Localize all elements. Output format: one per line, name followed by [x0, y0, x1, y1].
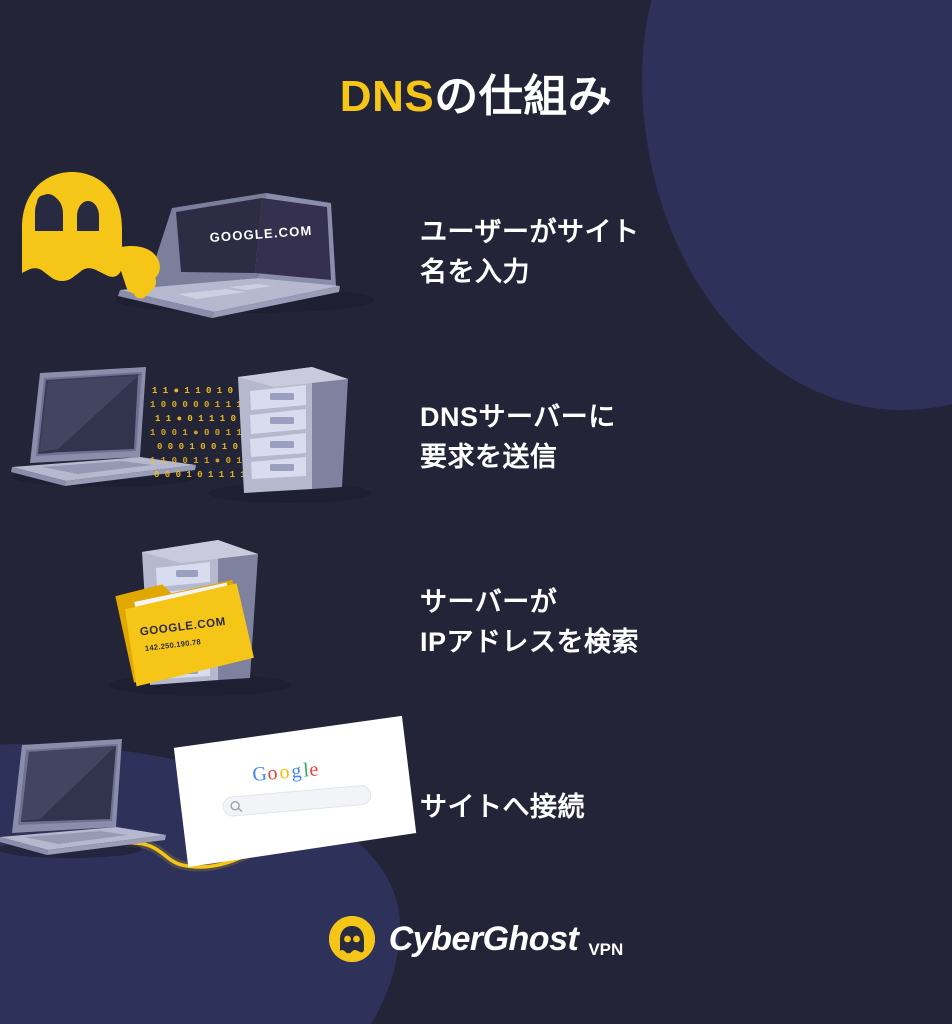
laptop-2: [11, 367, 196, 486]
page-title-rest: の仕組み: [434, 72, 613, 121]
svg-text:1 0 0 0 0 0 1 1 1 0 1: 1 0 0 0 0 0 1 1 1 0 1: [150, 400, 264, 410]
step-illustration-binary-transfer: 1 1 ● 1 1 0 1 0 0 1 0 1 0 0 0 0 0 1 1 1 …: [0, 345, 420, 530]
step-label-4: サイトへ接続: [420, 791, 585, 822]
step-item-2: 1 1 ● 1 1 0 1 0 0 1 0 1 0 0 0 0 0 1 1 1 …: [0, 345, 952, 530]
step-item-3: GOOGLE.COM 142.250.190.78 サーバーが IPアドレスを検…: [0, 530, 952, 715]
svg-text:G: G: [252, 763, 268, 786]
ghost-icon: [328, 916, 375, 962]
brand-name: CyberGhost: [388, 920, 579, 958]
step-item-1: GOOGLE.COM ユーザー: [0, 160, 952, 345]
ghost-typing-svg: GOOGLE.COM: [22, 172, 375, 318]
svg-text:g: g: [290, 760, 302, 783]
svg-text:0 0 0 1 0 1 1 1 1 0 0: 0 0 0 1 0 1 1 1 1 0 0: [154, 470, 267, 480]
svg-text:1 0 0 1 ● 0 0 1 1 0 0: 1 0 0 1 ● 0 0 1 1 0 0: [150, 428, 263, 438]
page-title-accent: DNS: [339, 72, 435, 121]
laptop-1: [118, 193, 340, 318]
step-label-2: DNSサーバーに 要求を送信: [420, 402, 616, 472]
steps-list: GOOGLE.COM ユーザー: [0, 160, 952, 900]
svg-text:1 1 0 0 1 1 ● 0 1 0 1: 1 1 0 0 1 1 ● 0 1 0 1: [150, 456, 264, 466]
server-tower: [238, 367, 348, 493]
svg-text:0 0 0 1 0 0 1 0 0 1 0: 0 0 0 1 0 0 1 0 0 1 0: [157, 442, 270, 452]
step-label-1: ユーザーがサイト 名を入力: [420, 217, 640, 287]
brand-logo: CyberGhost VPN: [0, 916, 952, 962]
laptop-screen-text: GOOGLE.COM: [209, 223, 313, 245]
svg-text:o: o: [267, 762, 279, 785]
brand-suffix: VPN: [588, 940, 624, 959]
connect-site-svg: G o o g l e: [0, 715, 417, 872]
dns-record-folder: GOOGLE.COM 142.250.190.78: [115, 579, 254, 687]
google-search-page: G o o g l e: [173, 715, 417, 868]
step-illustration-ghost-typing: GOOGLE.COM: [0, 160, 420, 345]
svg-text:o: o: [278, 761, 290, 784]
step-label-3: サーバーが IPアドレスを検索: [420, 587, 640, 657]
ghost-mascot: [22, 172, 160, 299]
binary-stream: 1 1 ● 1 1 0 1 0 0 1 0 1 0 0 0 0 0 1 1 1 …: [150, 386, 270, 480]
ghost-icon-svg: [328, 916, 375, 962]
step-item-4: G o o g l e サイト: [0, 715, 952, 900]
svg-text:1 1 ● 0 1 1 1 0 0 0 0: 1 1 ● 0 1 1 1 0 0 0 0: [155, 414, 268, 424]
step-illustration-server-folder: GOOGLE.COM 142.250.190.78: [0, 530, 420, 715]
svg-text:1 1 ● 1 1 0 1 0 0 1 0: 1 1 ● 1 1 0 1 0 0 1 0: [152, 386, 265, 396]
step-illustration-connect-site: G o o g l e: [0, 715, 420, 900]
page-title: DNSの仕組み: [0, 60, 952, 124]
binary-transfer-svg: 1 1 ● 1 1 0 1 0 0 1 0 1 0 0 0 0 0 1 1 1 …: [11, 367, 372, 503]
server-folder-svg: GOOGLE.COM 142.250.190.78: [108, 540, 292, 696]
laptop-3: [0, 739, 166, 855]
